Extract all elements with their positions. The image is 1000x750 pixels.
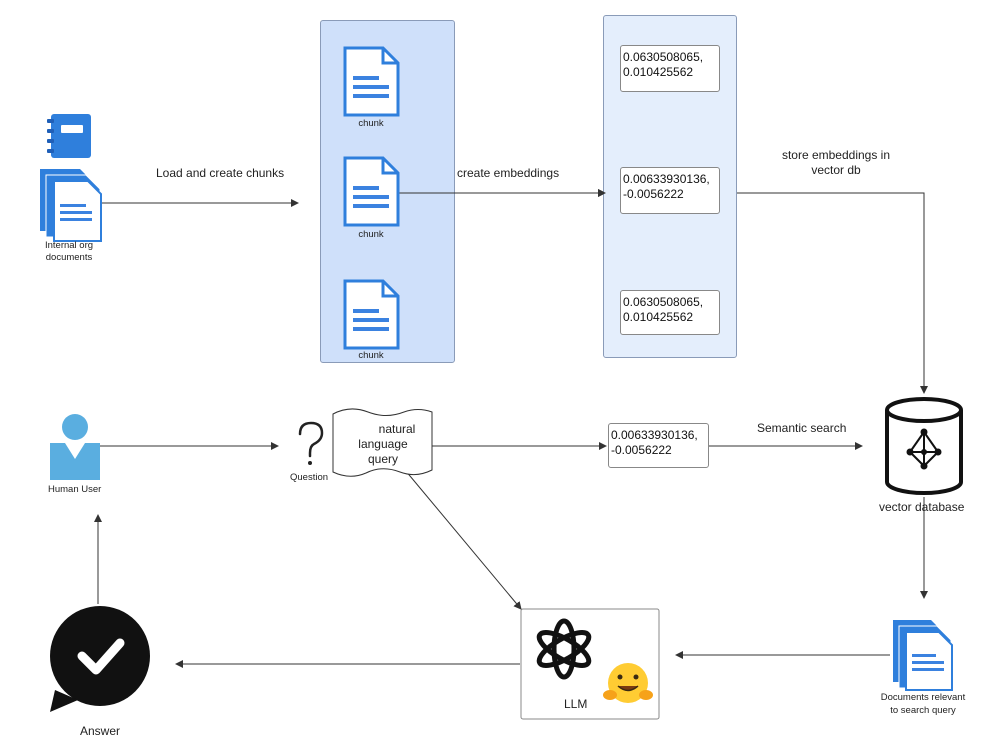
embedding-value: 0.010425562 (623, 65, 694, 79)
question-label: Question (290, 472, 329, 483)
arrow-query-llm (404, 469, 522, 610)
question-mark-icon (298, 421, 324, 465)
step-label-store: store embeddings in vector db (770, 148, 902, 178)
query-note-shape (332, 408, 433, 477)
answer-check-icon (50, 606, 150, 712)
hugging-face-icon (603, 663, 653, 703)
store-line: store embeddings in (781, 148, 891, 162)
chunk-label: chunk (358, 229, 384, 240)
embedding-value: -0.0056222 (623, 187, 684, 201)
embedding-box: 0.0630508065, 0.010425562 (620, 290, 720, 335)
source-line: Internal org (44, 240, 94, 251)
embedding-box: 0.0630508065, 0.010425562 (620, 45, 720, 92)
step-label-load: Load and create chunks (156, 166, 285, 180)
embedding-box: 0.00633930136, -0.0056222 (620, 167, 720, 214)
source-line: documents (45, 252, 93, 263)
embedding-value: 0.0630508065, (623, 295, 704, 309)
embedding-value: 0.010425562 (623, 310, 694, 324)
source-documents-label: Internal org documents (36, 240, 102, 264)
query-line: natural (378, 422, 416, 436)
query-line: language (358, 437, 408, 451)
step-label-embed: create embeddings (457, 166, 560, 180)
user-icon (50, 414, 100, 480)
query-embedding-box: 0.00633930136, -0.0056222 (608, 423, 709, 468)
step-label-semantic: Semantic search (757, 421, 847, 435)
embedding-value: -0.0056222 (611, 443, 672, 457)
relevant-line: to search query (890, 705, 956, 716)
chunk-label: chunk (358, 118, 384, 129)
vector-database-label: vector database (879, 500, 965, 514)
query-line: query (367, 452, 399, 466)
chunks-panel (320, 20, 455, 363)
relevant-line: Documents relevant (880, 692, 966, 703)
embedding-value: 0.0630508065, (623, 50, 704, 64)
answer-label: Answer (80, 724, 121, 738)
query-text: natural language query (340, 422, 426, 467)
llm-label: LLM (564, 697, 588, 711)
arrow-store (720, 192, 928, 394)
store-line: vector db (811, 163, 861, 177)
embedding-value: 0.00633930136, (611, 428, 698, 442)
notebook-icon (47, 114, 91, 158)
openai-logo-icon (536, 618, 592, 680)
stacked-documents-icon (40, 169, 102, 242)
relevant-documents-icon (893, 620, 953, 691)
vector-database-icon (885, 397, 963, 495)
chunk-label: chunk (358, 350, 384, 361)
user-label: Human User (48, 484, 102, 495)
embedding-value: 0.00633930136, (623, 172, 710, 186)
relevant-documents-label: Documents relevant to search query (872, 691, 974, 717)
